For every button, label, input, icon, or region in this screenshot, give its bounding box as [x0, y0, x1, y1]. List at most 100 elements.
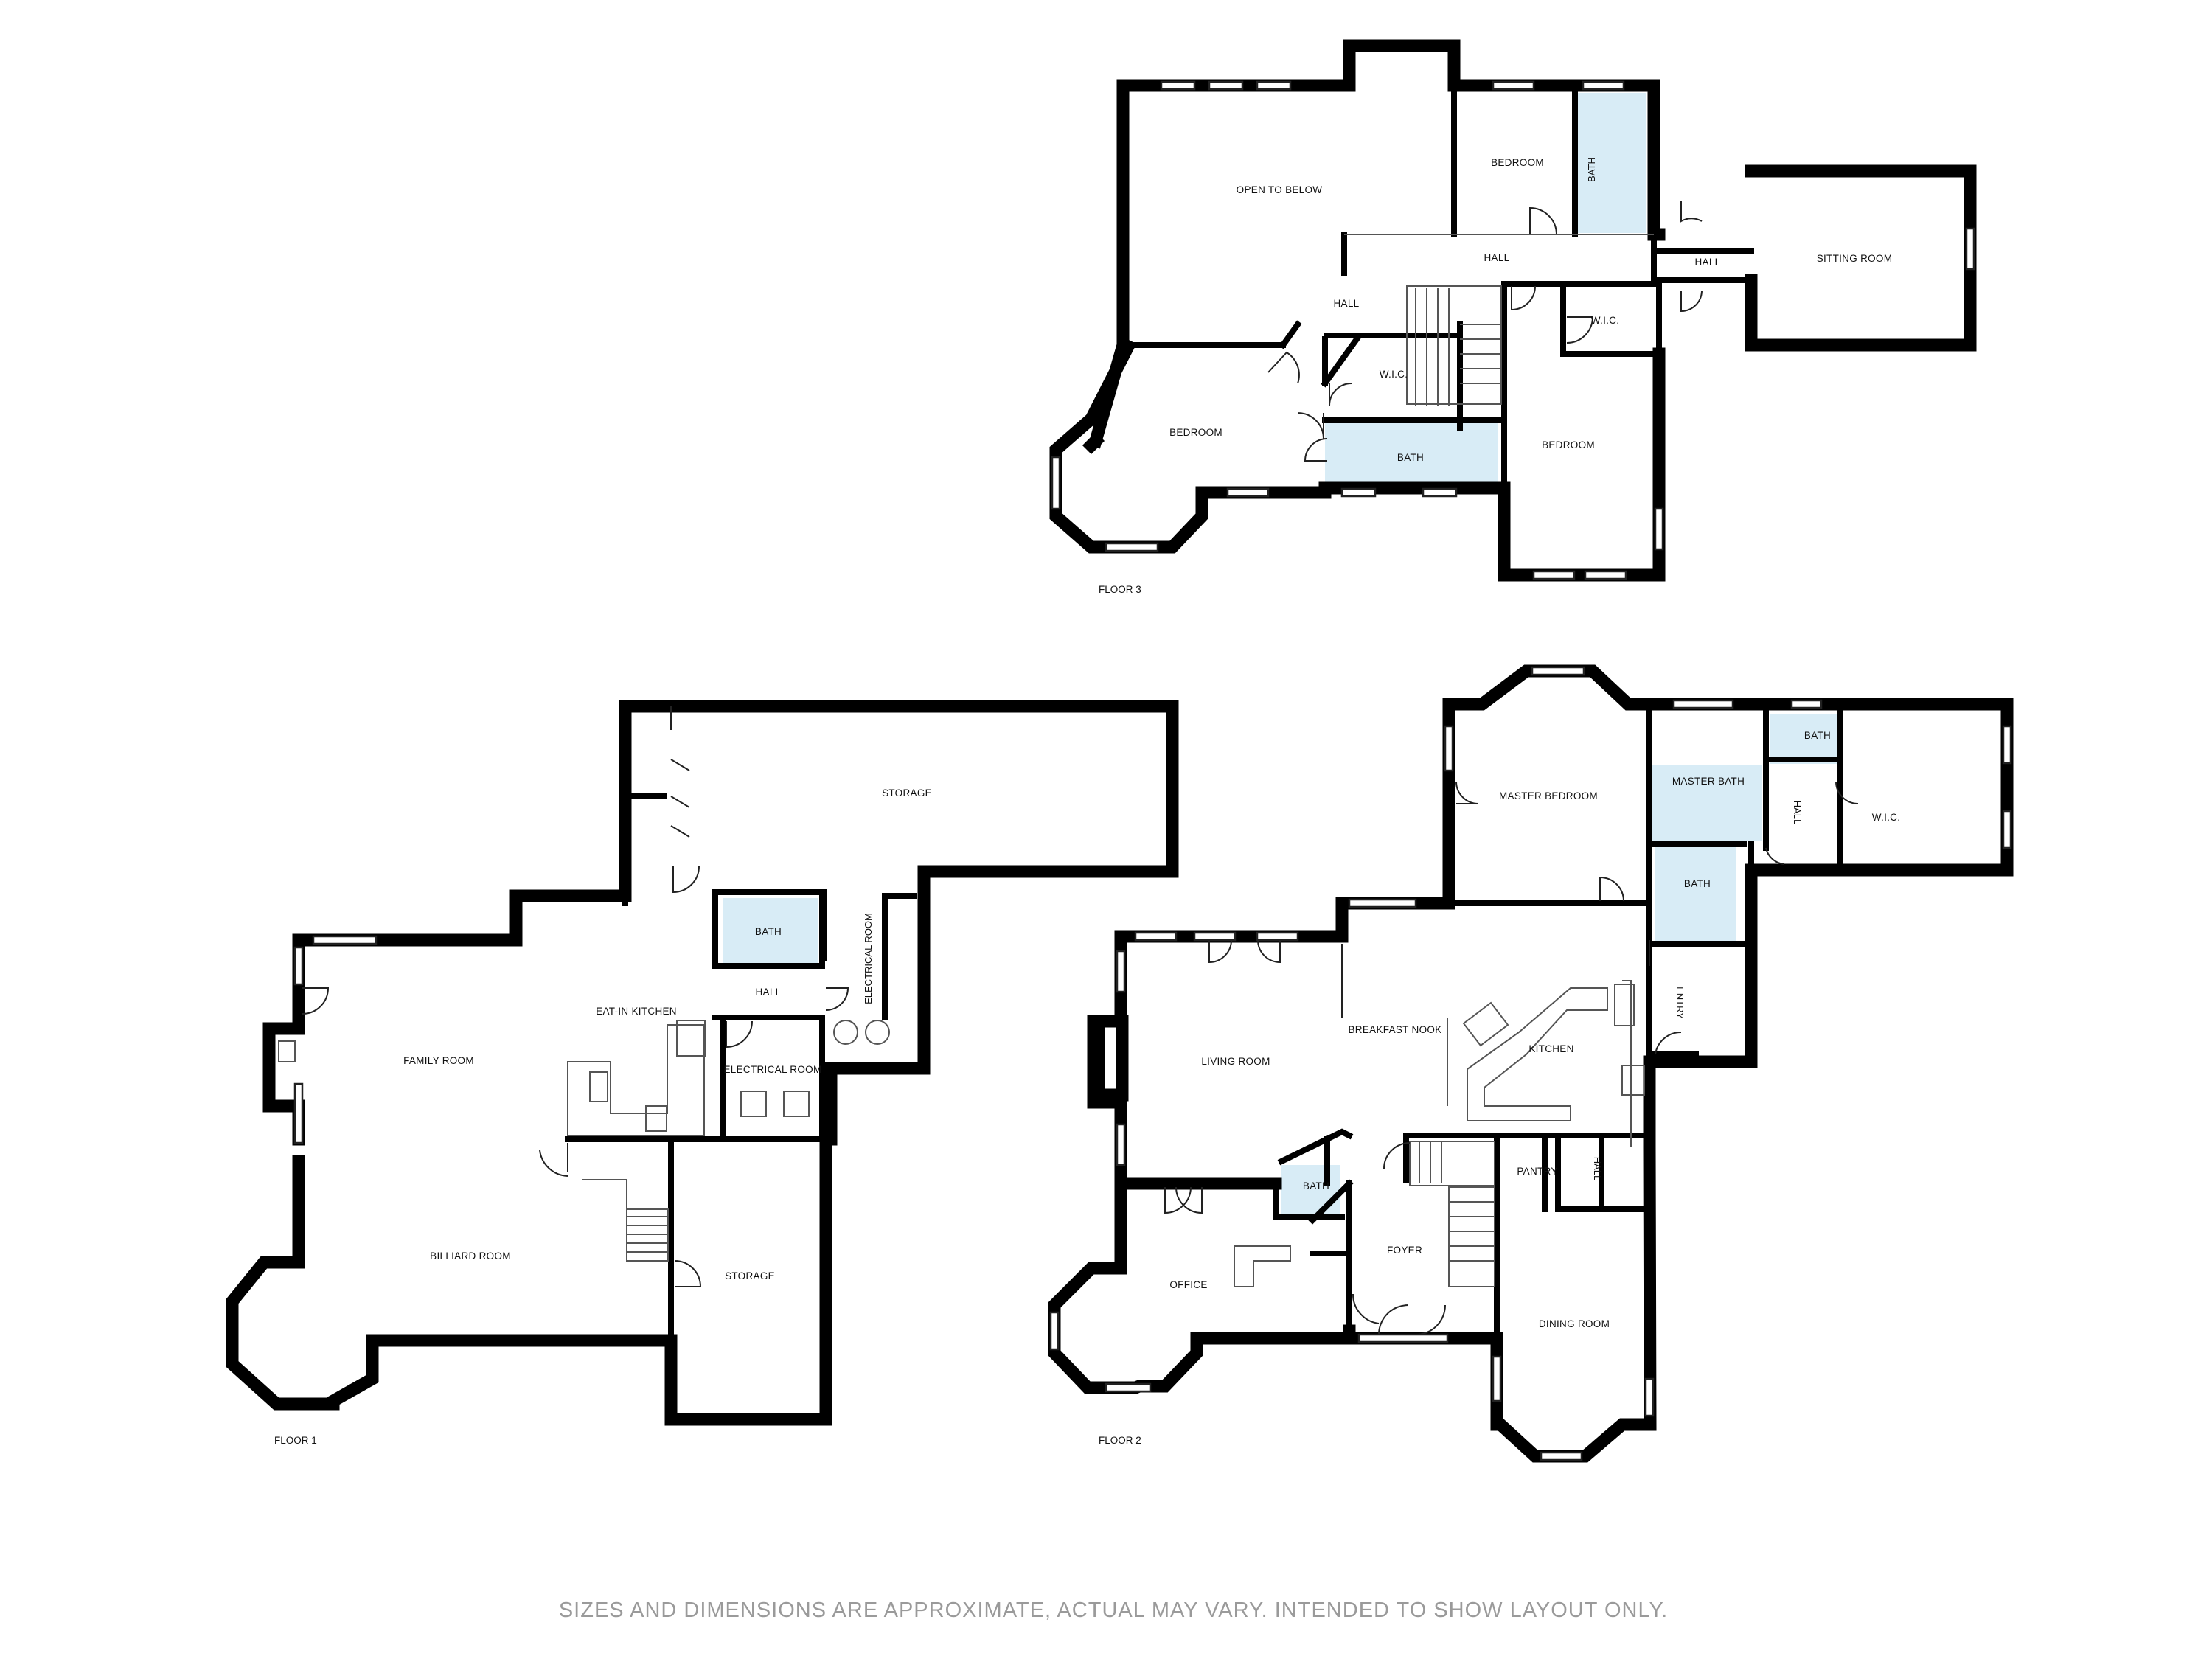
floor1-window [293, 1082, 304, 1144]
floor3-exterior-wall [1049, 39, 1977, 582]
floor3-bath-south-fill [1325, 420, 1498, 483]
room-label: ENTRY [1674, 987, 1686, 1019]
floor-label: FLOOR 2 [1099, 1435, 1141, 1446]
floor1-kitchen-counter [567, 1024, 705, 1136]
floor2-bath-fill [1770, 714, 1843, 764]
floor2-kitchen-perimeter [1447, 980, 1632, 1147]
room-label: HALL [756, 987, 782, 998]
floor1-stair-treads [627, 1216, 668, 1253]
floor3-bath-north-fill [1575, 93, 1646, 233]
room-label: HALL [1334, 298, 1360, 309]
floor2-window [1540, 1451, 1583, 1461]
floor1-door [302, 987, 330, 1015]
room-label: KITCHEN [1528, 1043, 1573, 1054]
floor3-door [1680, 201, 1703, 223]
floor3-window [1051, 456, 1061, 510]
floor2-door [1455, 781, 1479, 804]
floor1-door [670, 759, 690, 838]
room-label: FAMILY ROOM [403, 1055, 474, 1066]
floor3-window [1226, 487, 1270, 498]
floor2-exterior-wall [1048, 664, 2014, 1463]
floor3-window [1105, 542, 1159, 552]
floor2-interior-walls [1273, 701, 1843, 1341]
floor3-door [1511, 285, 1536, 311]
floor2-window [1492, 1355, 1502, 1402]
floor2-window [1134, 931, 1178, 942]
room-label: HALL [1695, 257, 1721, 268]
room-label: BREAKFAST NOOK [1349, 1024, 1442, 1035]
floor2-window [1531, 666, 1585, 676]
floor2-master-bath-fill [1649, 765, 1762, 841]
floor2-window [1049, 1311, 1060, 1351]
floor3-door [1267, 351, 1300, 384]
room-label: BATH [1397, 452, 1424, 463]
floor2-window [1444, 725, 1454, 772]
room-label: DINING ROOM [1539, 1318, 1610, 1329]
floor3-window [1340, 487, 1377, 498]
floor-label: FLOOR 3 [1099, 584, 1141, 595]
floor3-door [1529, 206, 1557, 235]
room-label: BILLIARD ROOM [430, 1251, 511, 1262]
floor2-window [2002, 810, 2012, 849]
floor2-window [1672, 699, 1734, 709]
floor3-window [1492, 80, 1535, 91]
floor-3-plan: OPEN TO BELOW BEDROOM BATH HALL HALL SIT… [1049, 39, 1977, 595]
floor3-door [1304, 438, 1328, 462]
room-label: BATH [1684, 878, 1711, 889]
floor3-interior-walls [1120, 83, 1754, 490]
floor1-water-heater [865, 1020, 890, 1045]
floor2-door [1383, 1142, 1411, 1169]
floor2-kitchen-counter [1467, 987, 1608, 1121]
room-label: LIVING ROOM [1201, 1056, 1270, 1067]
room-label: PANTRY [1517, 1166, 1557, 1177]
room-label: W.I.C. [1872, 812, 1901, 823]
floor1-water-heater [833, 1020, 858, 1045]
floor1-door [825, 987, 849, 1011]
floor2-door [1835, 781, 1859, 804]
floor1-door [726, 1020, 753, 1048]
floor3-window [1582, 80, 1625, 91]
floor2-window [2002, 725, 2012, 765]
floor2-window [1790, 699, 1823, 709]
room-label: BATH [1804, 730, 1831, 741]
floor3-window [1256, 80, 1292, 91]
floor2-door [1599, 876, 1624, 902]
floor2-window [1348, 898, 1417, 908]
floor2-door [1208, 939, 1281, 964]
floor2-window [1357, 1333, 1449, 1343]
floor1-fridge [676, 1020, 706, 1057]
floor3-door [1680, 291, 1703, 313]
floor2-stair-treads [1419, 1141, 1495, 1287]
floor1-window [293, 946, 304, 986]
floor3-window [1422, 487, 1458, 498]
floor1-door [674, 1260, 702, 1287]
floor1-window [312, 935, 378, 945]
room-label: FOYER [1387, 1245, 1422, 1256]
room-label: MASTER BEDROOM [1499, 790, 1598, 801]
floor2-window [1116, 950, 1126, 993]
floor3-door [1329, 383, 1352, 406]
floor2-door [1352, 1293, 1446, 1335]
floor-label: FLOOR 1 [274, 1435, 317, 1446]
room-label: BEDROOM [1491, 157, 1544, 168]
floor2-fireplace [1092, 1015, 1129, 1102]
floor1-equipment [783, 1091, 810, 1117]
floor3-stair-treads [1415, 288, 1501, 406]
floor-2-plan: MASTER BEDROOM MASTER BATH BATH HALL W.I… [1048, 664, 2014, 1463]
room-label: BEDROOM [1169, 427, 1222, 438]
floor2-range [1621, 1065, 1645, 1096]
floor3-window [1532, 570, 1576, 580]
floor1-kitchen-range [645, 1105, 667, 1132]
floor1-fireplace [278, 1040, 296, 1062]
room-label: ELECTRICAL ROOM [863, 913, 874, 1004]
floor-1-plan: STORAGE BATH ELECTRICAL ROOM HALL EAT-IN… [226, 700, 1179, 1446]
room-label: BEDROOM [1542, 439, 1595, 451]
room-label: HALL [1484, 252, 1510, 263]
room-label: BATH [755, 926, 782, 937]
floor3-window [1654, 507, 1664, 551]
room-label: STORAGE [882, 787, 932, 799]
floor1-interior-walls [565, 793, 917, 1343]
floor2-bath-center-fill [1655, 845, 1736, 942]
floor3-window [1584, 570, 1627, 580]
